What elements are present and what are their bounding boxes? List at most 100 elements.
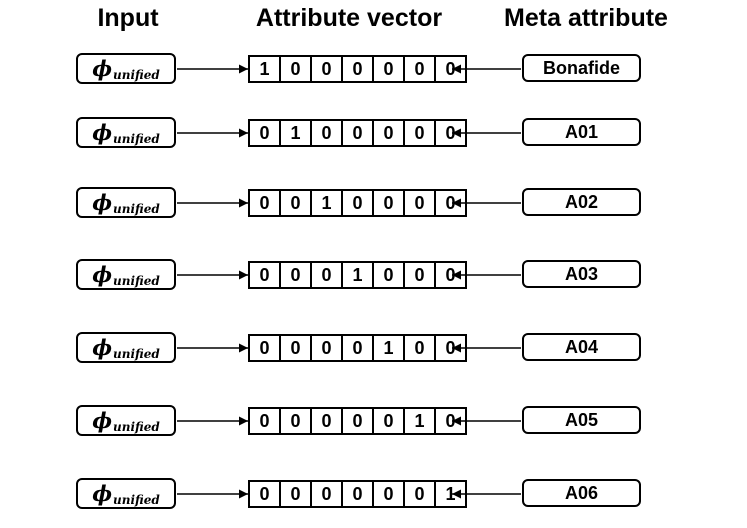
- arrow-connectors: [177, 416, 521, 426]
- vector-cell: 0: [445, 410, 456, 431]
- vector-cell: 0: [312, 57, 343, 81]
- vector-cell: 0: [281, 409, 312, 433]
- input-arrow-head: [239, 64, 248, 74]
- vector-cell: 1: [445, 483, 456, 504]
- phi-symbol: ϕ: [92, 335, 112, 360]
- meta-arrow-head: [452, 416, 461, 426]
- vector-cell: 0: [405, 336, 436, 360]
- phi-subscript: unified: [113, 419, 160, 434]
- meta-attribute-box: A06: [522, 479, 641, 507]
- vector-cell: 0: [281, 482, 312, 506]
- vector-cell: 0: [250, 121, 281, 145]
- vector-cell: 0: [343, 409, 374, 433]
- vector-cell: 0: [445, 264, 456, 285]
- phi-subscript: unified: [113, 131, 160, 146]
- vector-cell: 0: [281, 57, 312, 81]
- vector-cell: 0: [281, 336, 312, 360]
- phi-symbol: ϕ: [92, 481, 112, 506]
- vector-cell: 0: [343, 336, 374, 360]
- vector-cell: 0: [281, 191, 312, 215]
- arrow-connectors: [177, 343, 521, 353]
- vector-cell: 0: [312, 336, 343, 360]
- phi-symbol: ϕ: [92, 56, 112, 81]
- meta-arrow-head: [452, 270, 461, 280]
- meta-attribute-box: A04: [522, 333, 641, 361]
- meta-attribute-box: A05: [522, 406, 641, 434]
- meta-arrow-head: [452, 128, 461, 138]
- vector-cell: 1: [374, 336, 405, 360]
- vector-cell: 0: [312, 409, 343, 433]
- vector-cell: 1: [312, 191, 343, 215]
- vector-cell: 0: [250, 336, 281, 360]
- meta-attribute-box: A01: [522, 118, 641, 146]
- vector-cell: 0: [250, 263, 281, 287]
- vector-cell: 1: [343, 263, 374, 287]
- arrow-connectors: [177, 198, 521, 208]
- input-arrow-head: [239, 128, 248, 138]
- vector-cell: 0: [374, 409, 405, 433]
- arrow-connectors: [177, 489, 521, 499]
- vector-cell: 0: [250, 482, 281, 506]
- meta-attribute-column-header: Meta attribute: [504, 4, 668, 32]
- vector-cell: 0: [312, 121, 343, 145]
- meta-attribute-box: A03: [522, 260, 641, 288]
- phi-symbol: ϕ: [92, 190, 112, 215]
- vector-cell: 0: [405, 482, 436, 506]
- vector-cell: 0: [374, 121, 405, 145]
- vector-cell: 0: [250, 409, 281, 433]
- meta-arrow-head: [452, 489, 461, 499]
- meta-arrow-head: [452, 198, 461, 208]
- input-arrow-head: [239, 489, 248, 499]
- vector-cell: 0: [343, 121, 374, 145]
- attribute-vector-column-header: Attribute vector: [255, 4, 443, 32]
- phi-subscript: unified: [113, 67, 160, 82]
- arrow-connectors: [177, 128, 521, 138]
- meta-attribute-box: Bonafide: [522, 54, 641, 82]
- vector-cell: 0: [281, 263, 312, 287]
- phi-symbol: ϕ: [92, 120, 112, 145]
- phi-subscript: unified: [113, 273, 160, 288]
- vector-cell: 0: [374, 263, 405, 287]
- input-arrow-head: [239, 198, 248, 208]
- vector-cell: 0: [312, 482, 343, 506]
- meta-attribute-box: A02: [522, 188, 641, 216]
- arrow-connectors: [177, 64, 521, 74]
- vector-cell: 0: [445, 58, 456, 79]
- vector-cell: 0: [445, 192, 456, 213]
- vector-cell: 1: [281, 121, 312, 145]
- vector-cell: 0: [405, 263, 436, 287]
- vector-cell: 0: [374, 482, 405, 506]
- input-arrow-head: [239, 270, 248, 280]
- vector-cell: 0: [343, 482, 374, 506]
- arrow-connectors: [177, 270, 521, 280]
- meta-arrow-head: [452, 64, 461, 74]
- meta-arrow-head: [452, 343, 461, 353]
- vector-cell: 0: [343, 57, 374, 81]
- phi-subscript: unified: [113, 492, 160, 507]
- input-arrow-head: [239, 343, 248, 353]
- vector-cell: 0: [374, 57, 405, 81]
- phi-subscript: unified: [113, 346, 160, 361]
- phi-symbol: ϕ: [92, 408, 112, 433]
- vector-cell: 0: [445, 337, 456, 358]
- vector-cell: 0: [374, 191, 405, 215]
- input-arrow-head: [239, 416, 248, 426]
- vector-cell: 0: [250, 191, 281, 215]
- vector-cell: 1: [250, 57, 281, 81]
